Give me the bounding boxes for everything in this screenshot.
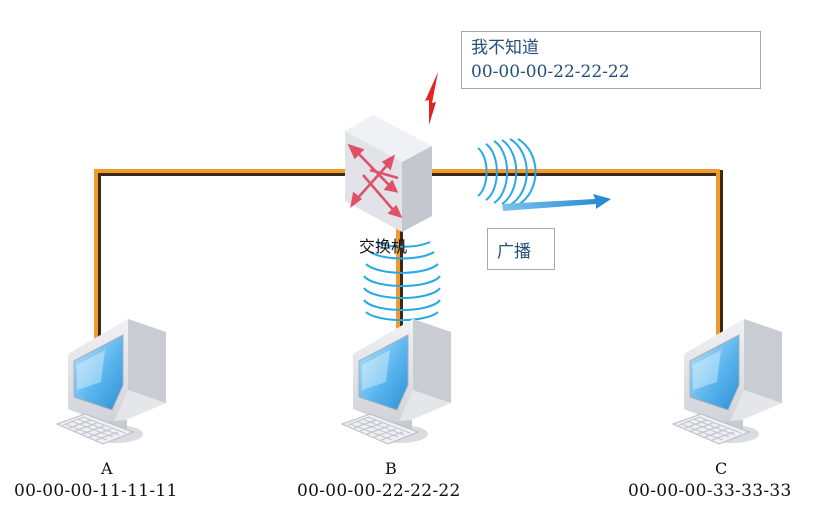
- host-c-mac: 00-00-00-33-33-33: [628, 481, 792, 501]
- computer-icon: [341, 318, 452, 445]
- switch-label: 交换机: [359, 237, 408, 256]
- host-c-letter: C: [715, 459, 728, 478]
- answer-callout: 我不知道 00-00-00-22-22-22: [461, 31, 761, 89]
- pointer-arrow: [425, 72, 438, 125]
- host-b-letter: B: [385, 459, 397, 478]
- host-b-mac: 00-00-00-22-22-22: [297, 481, 461, 501]
- broadcast-waves-down: [363, 241, 441, 322]
- host-a-mac: 00-00-00-11-11-11: [14, 481, 178, 501]
- answer-callout-text: 我不知道: [471, 38, 539, 58]
- network-switch-icon: [345, 115, 432, 232]
- broadcast-arrow: [502, 194, 611, 211]
- answer-callout-mac: 00-00-00-22-22-22: [471, 62, 630, 82]
- broadcast-callout-label: 广播: [497, 242, 531, 262]
- computer-icon: [672, 318, 783, 445]
- broadcast-callout: 广播: [487, 228, 555, 270]
- computer-icon: [56, 318, 167, 445]
- broadcast-waves-right: [477, 138, 537, 206]
- host-a-letter: A: [101, 459, 113, 478]
